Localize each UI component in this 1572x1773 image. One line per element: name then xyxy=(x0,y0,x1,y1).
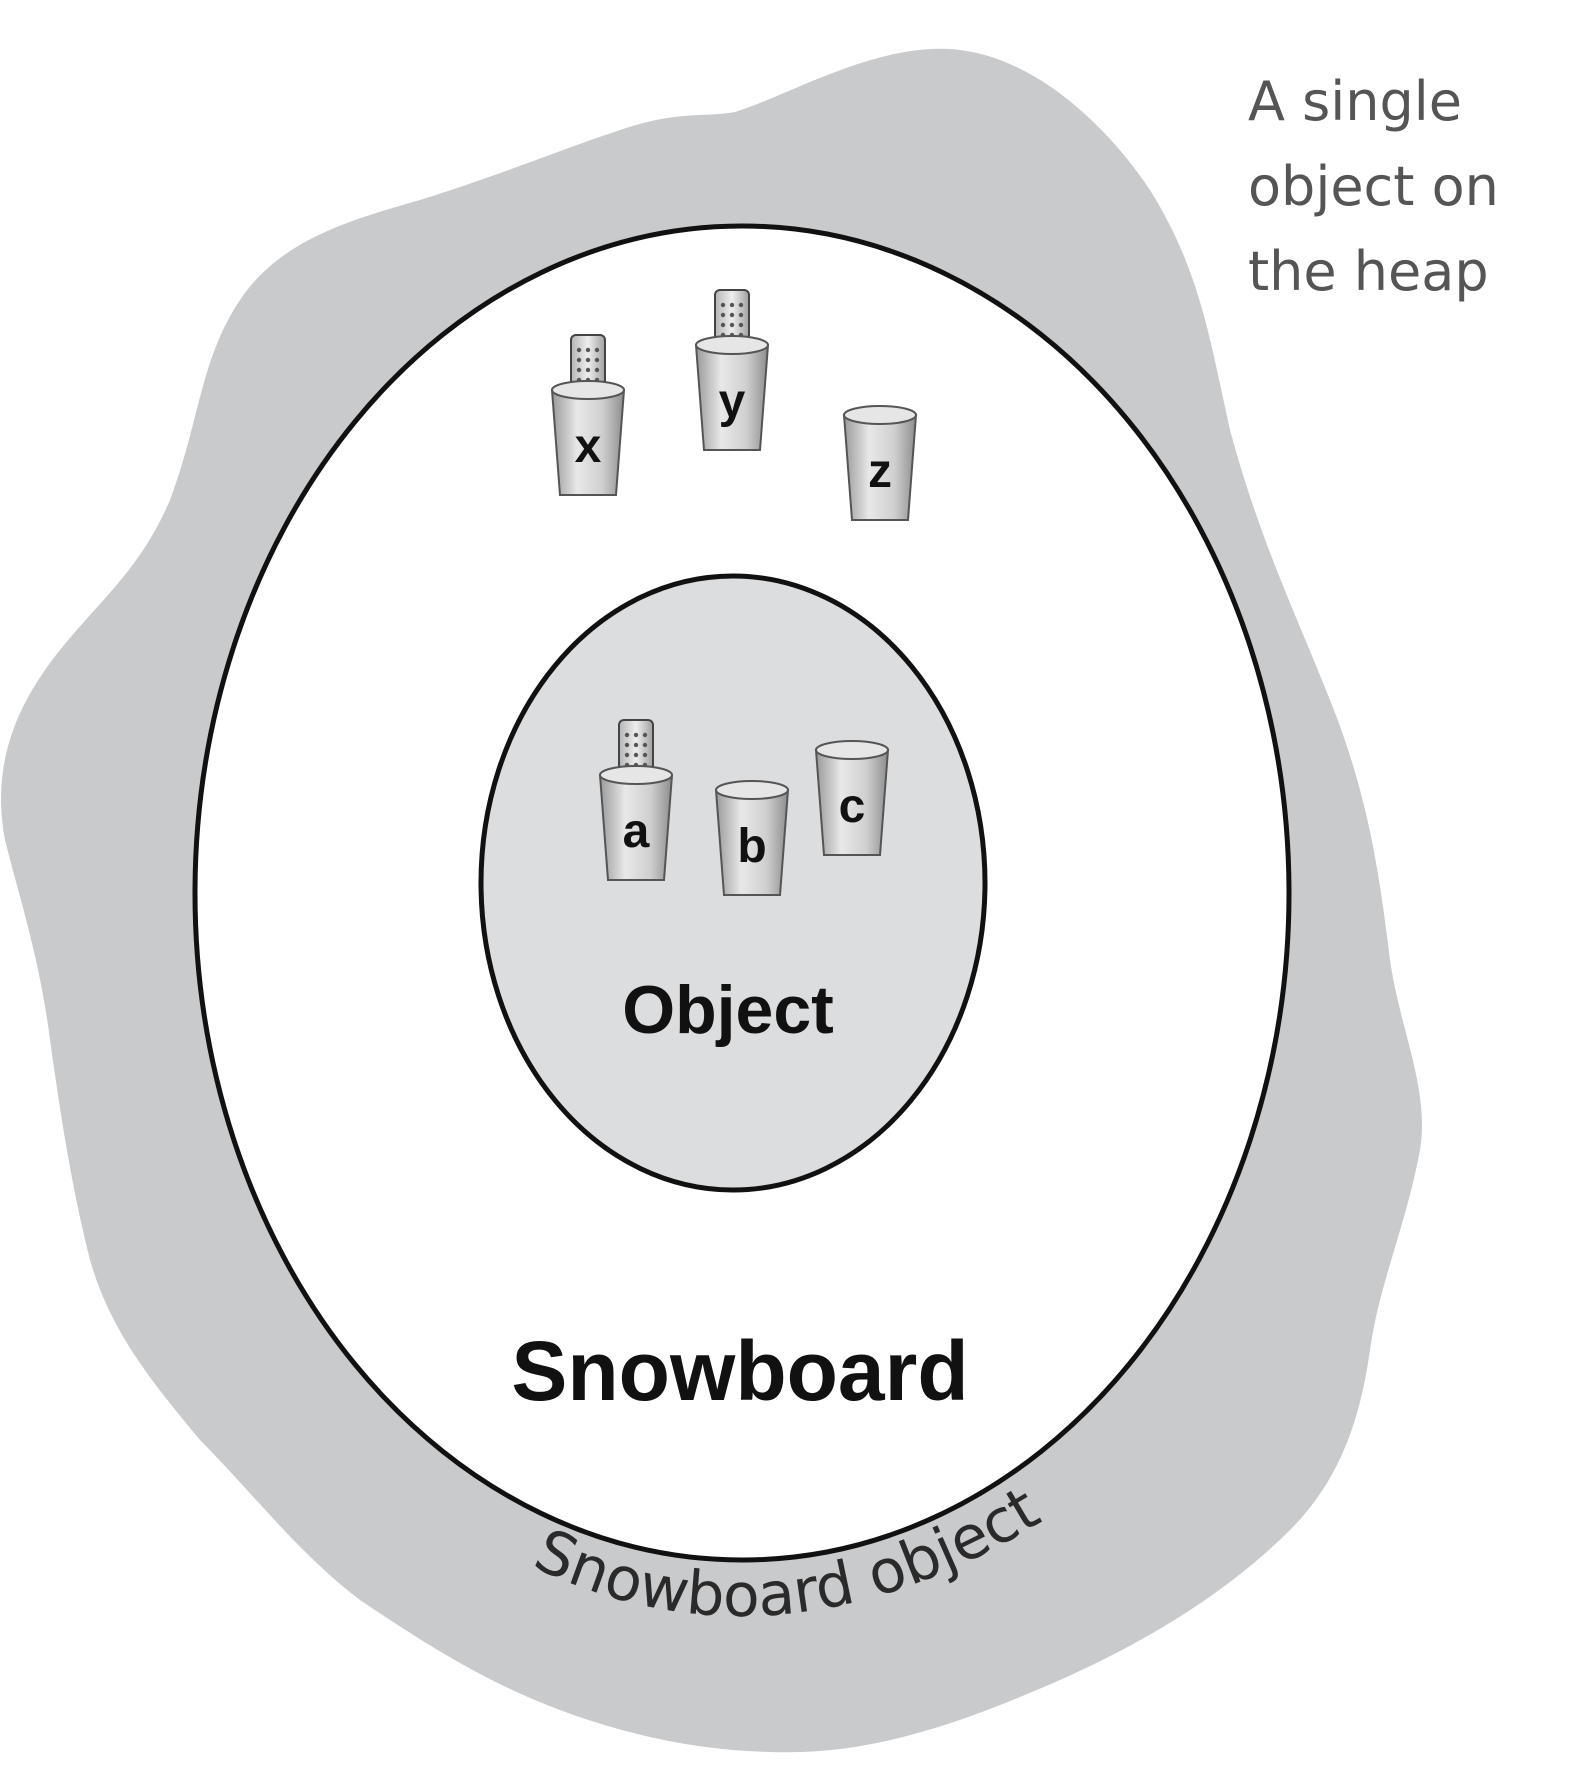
cup-icon xyxy=(694,335,770,451)
cup-icon xyxy=(814,740,890,856)
snowboard-variable-z: z xyxy=(842,405,918,521)
annotation-line-1: A single xyxy=(1248,70,1462,133)
variable-letter: a xyxy=(623,805,650,858)
object-variables: a b c xyxy=(598,719,890,896)
object-variable-c: c xyxy=(814,740,890,856)
variable-letter: b xyxy=(737,820,766,873)
snowboard-variable-x: x xyxy=(550,334,626,496)
cup-icon xyxy=(598,765,674,881)
snowboard-variables: x y z xyxy=(550,289,918,521)
cup-icon xyxy=(842,405,918,521)
annotation-line-2: object on xyxy=(1248,155,1499,218)
cup-icon xyxy=(714,780,790,896)
annotation-line-3: the heap xyxy=(1248,240,1489,303)
variable-letter: z xyxy=(868,445,892,498)
snowboard-label: Snowboard xyxy=(511,1324,968,1418)
variable-letter: c xyxy=(839,780,866,833)
object-label: Object xyxy=(622,972,834,1048)
cup-icon xyxy=(550,380,626,496)
variable-letter: x xyxy=(575,420,602,473)
heap-annotation: A single object on the heap xyxy=(1248,70,1499,303)
object-variable-a: a xyxy=(598,719,674,881)
snowboard-variable-y: y xyxy=(694,289,770,451)
object-variable-b: b xyxy=(714,780,790,896)
variable-letter: y xyxy=(719,375,746,428)
